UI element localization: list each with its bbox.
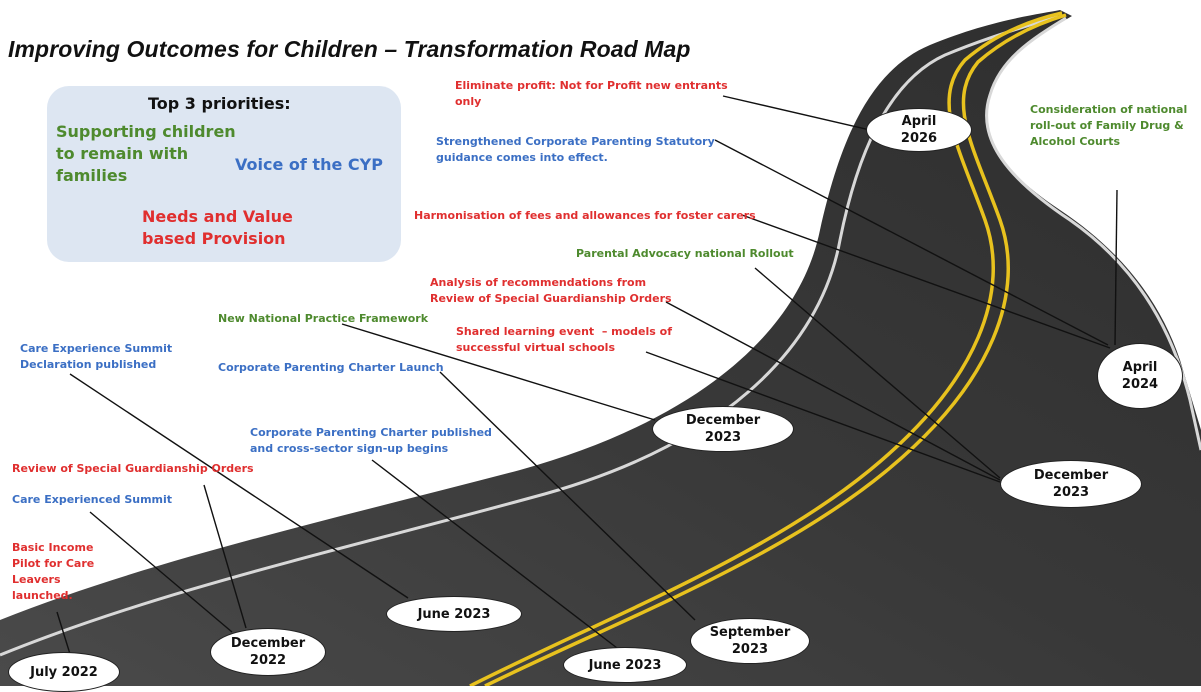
event-practice-framework: New National Practice Framework <box>218 312 429 325</box>
centre-line-a <box>469 11 1063 686</box>
road-edge-left <box>0 14 1059 657</box>
connector-e12 <box>714 139 1109 346</box>
connector-e8 <box>645 351 1001 483</box>
milestone-december-2023-b: December 2023 <box>1000 460 1142 508</box>
centre-line-b <box>484 13 1067 686</box>
milestone-december-2023-a: December 2023 <box>652 406 794 452</box>
connector-e2 <box>89 511 233 633</box>
connector-e5 <box>439 371 696 621</box>
event-review-sgo: Review of Special Guardianship Orders <box>12 462 254 475</box>
event-eliminate-profit: Eliminate profit: Not for Profit new ent… <box>455 79 728 108</box>
page-title: Improving Outcomes for Children – Transf… <box>8 36 691 62</box>
priorities-heading: Top 3 priorities: <box>148 94 291 113</box>
road-edge-right <box>985 16 1201 451</box>
priorities-panel <box>47 86 401 262</box>
connector-e3 <box>203 484 247 629</box>
milestone-july-2022: July 2022 <box>8 652 120 692</box>
event-analysis-sgo: Analysis of recommendations from Review … <box>430 276 672 305</box>
priority-needs-value-provision: Needs and Value based Provision <box>142 207 293 248</box>
event-charter-launch: Corporate Parenting Charter Launch <box>218 361 444 374</box>
connector-e11 <box>741 214 1111 349</box>
priority-supporting-children: Supporting children to remain with famil… <box>56 122 236 185</box>
milestone-april-2026: April 2026 <box>866 108 972 152</box>
connector-e14 <box>1114 189 1118 346</box>
event-harmonisation-fees: Harmonisation of fees and allowances for… <box>414 209 756 222</box>
milestone-september-2023: September 2023 <box>690 618 810 664</box>
milestone-june-2023-b: June 2023 <box>563 647 687 683</box>
connector-e4 <box>69 373 409 599</box>
connector-e9 <box>665 301 1001 481</box>
event-parental-advocacy: Parental Advocacy national Rollout <box>576 247 794 260</box>
event-statutory-guidance: Strengthened Corporate Parenting Statuto… <box>436 135 715 164</box>
road-surface <box>0 10 1201 686</box>
connector-e6 <box>371 459 618 649</box>
milestone-april-2024: April 2024 <box>1097 343 1183 409</box>
event-shared-learning: Shared learning event – models of succes… <box>456 325 672 354</box>
connector-e13 <box>722 95 871 131</box>
connector-e1 <box>56 611 71 655</box>
event-summit-declaration: Care Experience Summit Declaration publi… <box>20 342 173 371</box>
milestone-june-2023-a: June 2023 <box>386 596 522 632</box>
milestone-december-2022: December 2022 <box>210 628 326 676</box>
connector-e7 <box>341 323 656 421</box>
event-basic-income-pilot: Basic Income Pilot for Care Leavers laun… <box>12 541 95 602</box>
event-charter-published: Corporate Parenting Charter published an… <box>250 426 492 455</box>
connector-e10 <box>754 267 1001 479</box>
event-care-experienced-summit: Care Experienced Summit <box>12 493 173 506</box>
connector-lines <box>56 95 1118 655</box>
priority-voice-of-cyp: Voice of the CYP <box>235 155 383 174</box>
event-fdac-rollout: Consideration of national roll-out of Fa… <box>1030 103 1188 148</box>
